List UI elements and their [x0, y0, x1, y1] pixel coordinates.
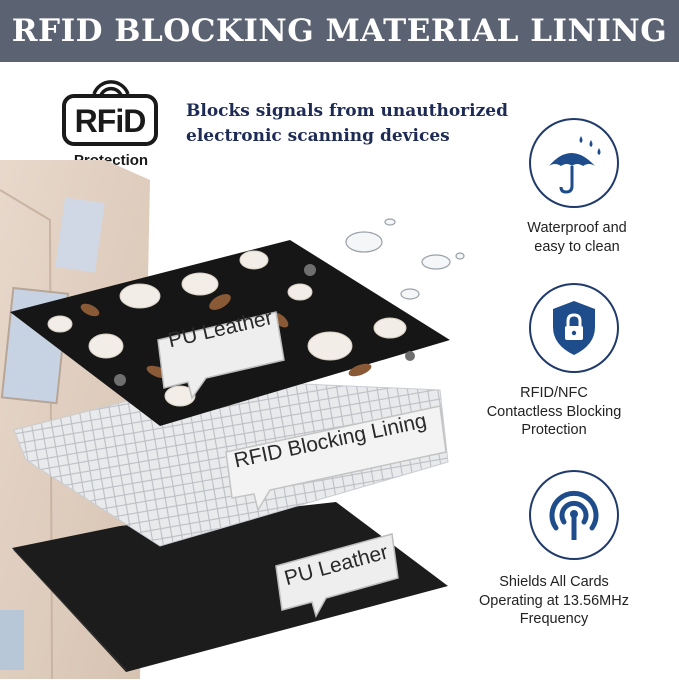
feature-line: RFID/NFC	[520, 385, 588, 401]
callout-bubble-top	[157, 311, 285, 400]
callout-bubble-bottom	[275, 533, 399, 618]
signal-antenna-icon	[529, 470, 619, 560]
feature-line: Operating at 13.56MHz	[479, 592, 629, 609]
page-title: RFID BLOCKING MATERIAL LINING	[11, 13, 668, 49]
rfid-logo-text: RFiD	[74, 103, 147, 139]
tagline-line-2: electronic scanning devices	[186, 126, 450, 146]
header-banner: RFID BLOCKING MATERIAL LINING	[0, 0, 679, 62]
feature-line: Protection	[521, 422, 587, 438]
callout-bubble-middle	[225, 405, 447, 512]
feature-line: Waterproof and	[527, 220, 627, 236]
feature-line: Shields All Cards	[499, 574, 609, 590]
feature-line: Contactless Blocking	[486, 403, 622, 420]
shield-lock-icon	[529, 283, 619, 373]
tagline: Blocks signals from unauthorized electro…	[186, 99, 526, 149]
material-layers-illustration: PU Leather RFID Blocking Lining PU Leath…	[0, 140, 470, 680]
tagline-line-1: Blocks signals from unauthorized	[186, 101, 508, 121]
wireless-waves-icon	[92, 80, 130, 96]
feature-line: easy to clean	[534, 238, 620, 255]
layers-svg	[0, 140, 465, 680]
rfid-logo-frame: RFiD	[62, 94, 158, 146]
feature-label-rfid-nfc: RFID/NFC Contactless Blocking Protection	[464, 384, 644, 440]
feature-label-waterproof: Waterproof and easy to clean	[487, 219, 667, 256]
feature-label-frequency: Shields All Cards Operating at 13.56MHz …	[464, 573, 644, 629]
water-droplets	[345, 218, 465, 300]
rfid-logo: RFiD Protection	[58, 74, 166, 174]
bottom-pu-leather-layer	[12, 502, 448, 672]
umbrella-rain-icon	[529, 118, 619, 208]
feature-line: Frequency	[519, 611, 589, 627]
